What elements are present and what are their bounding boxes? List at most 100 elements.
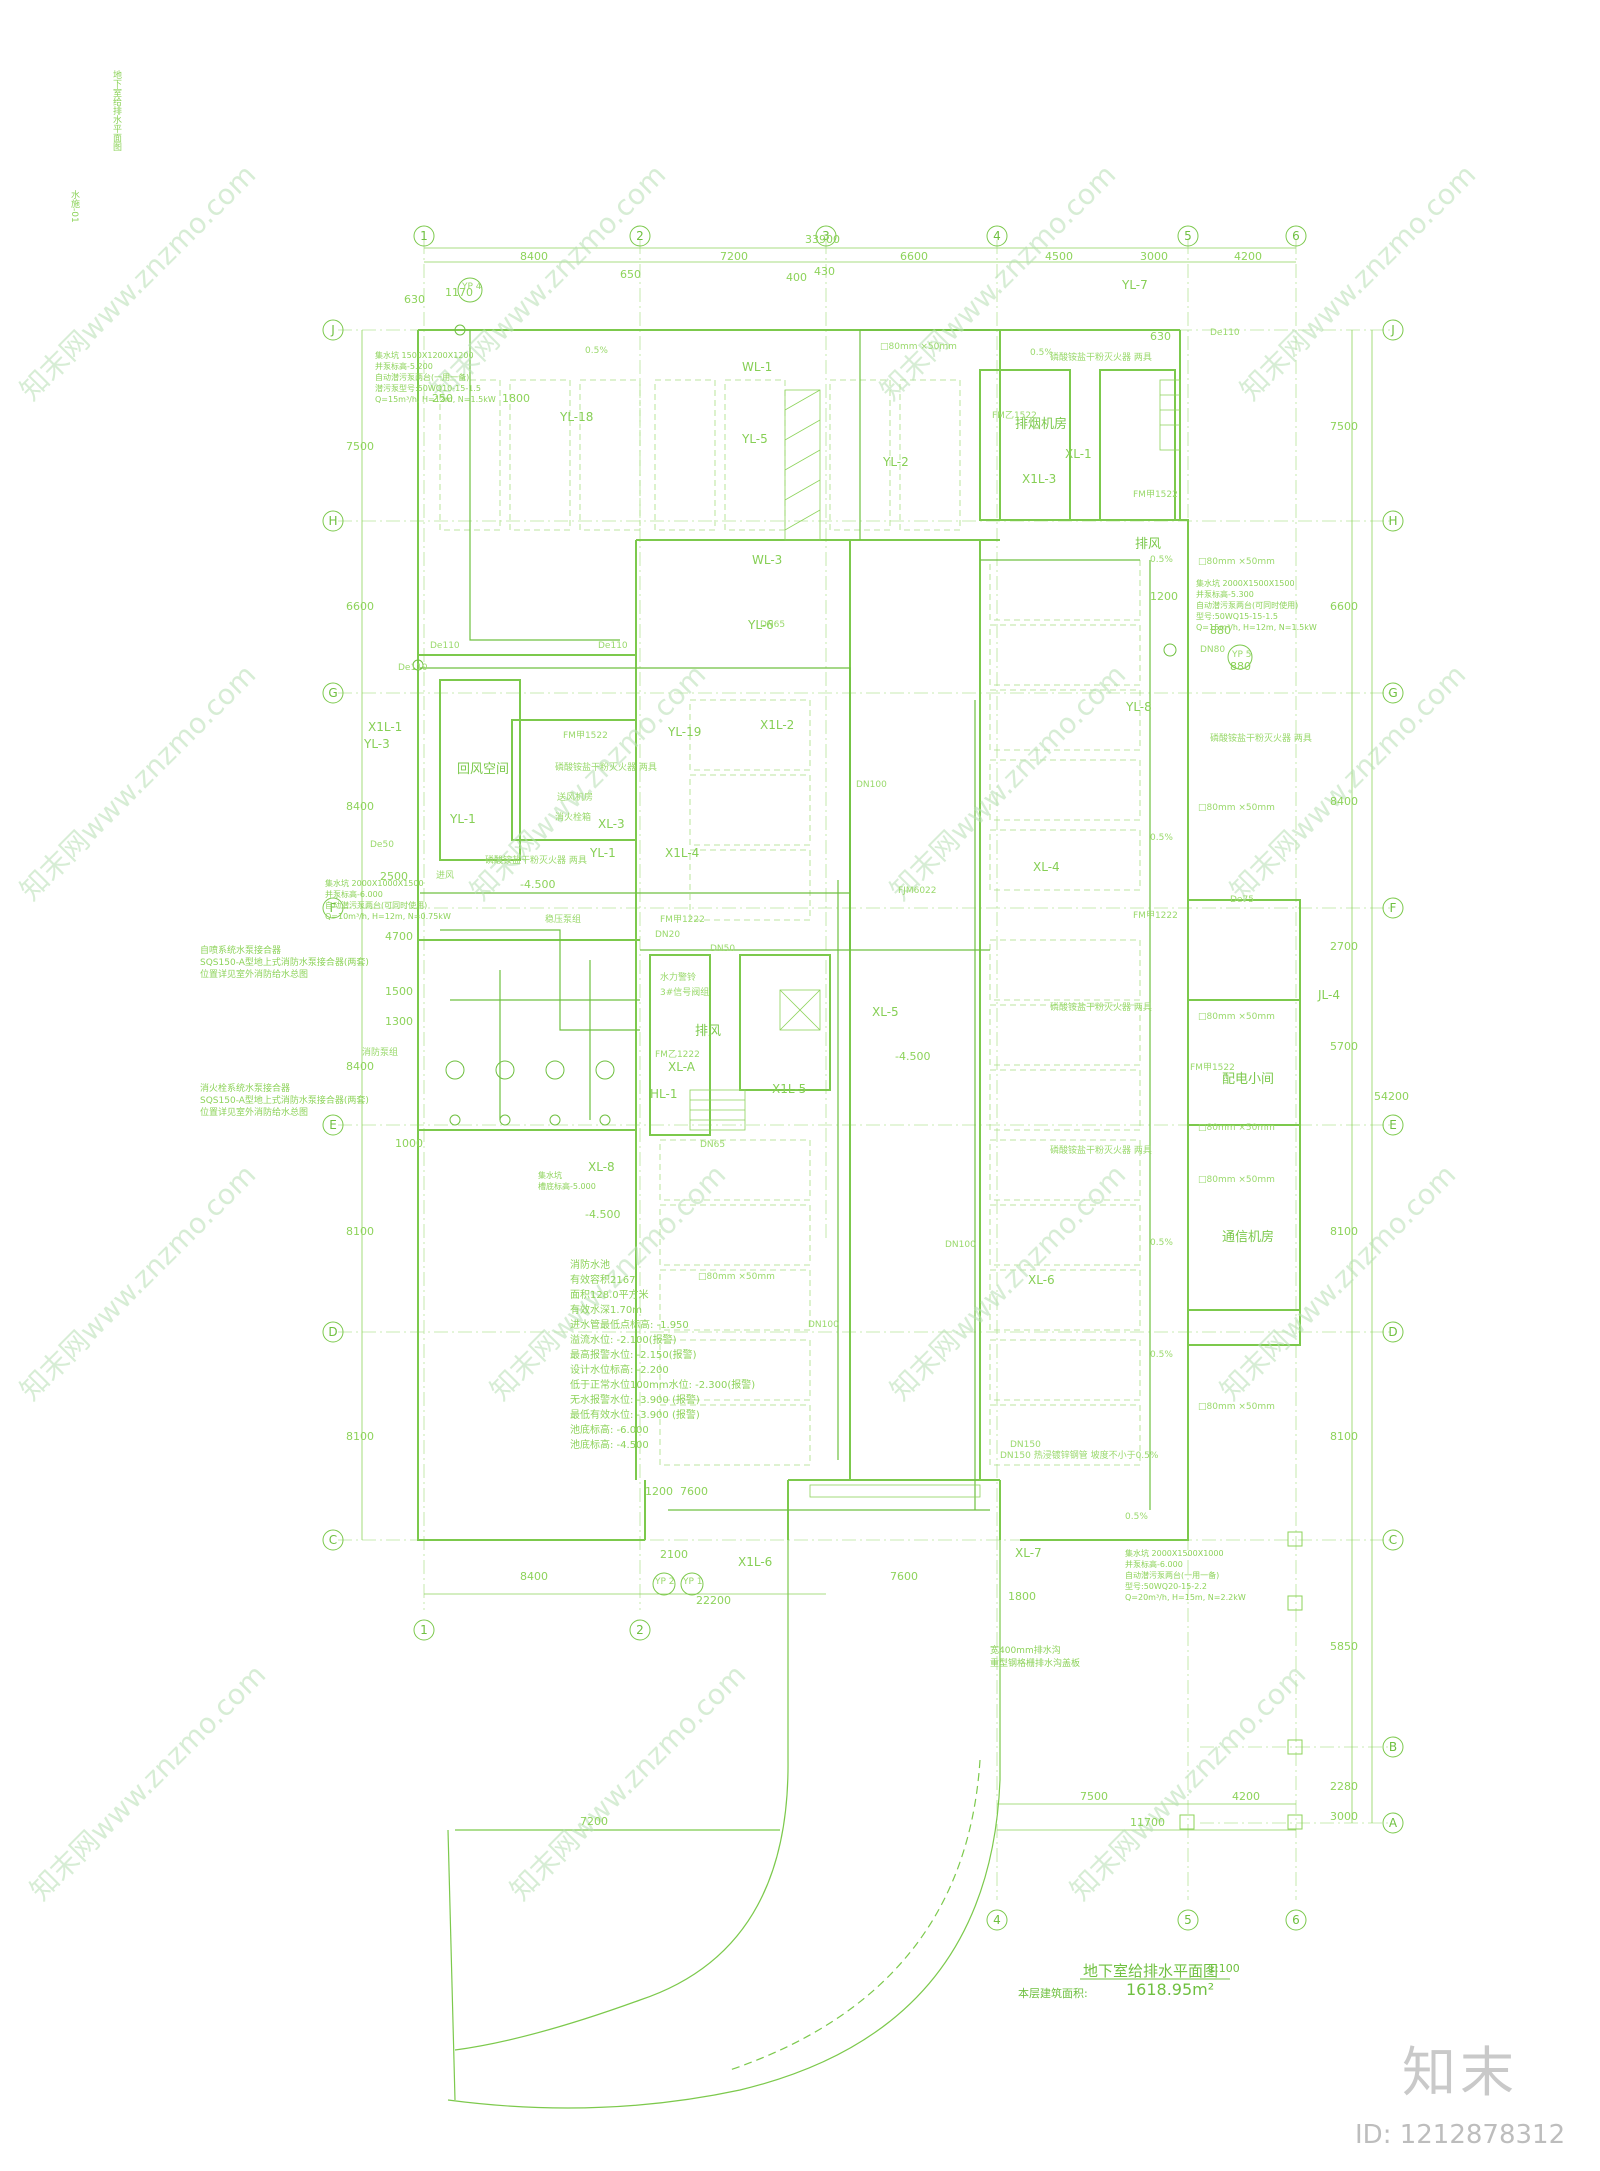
equipment-note: 消火栓箱 (555, 813, 592, 823)
pipe-label: YL-6 (748, 618, 774, 632)
pipe-size: De110 (398, 663, 428, 673)
sump-note: 集水坑 2000X1500X1000 并泵标高-6.000 自动潜污泵两台(一用… (1125, 1549, 1246, 1602)
room-supply-fan: 送风机房 (557, 793, 594, 803)
room-comm: 通信机房 (1222, 1230, 1275, 1245)
grid-label-row: J (331, 323, 335, 337)
grid-label-row: D (328, 1325, 338, 1339)
door-label: FM甲1222 (660, 915, 705, 925)
door-label: FM甲1222 (1133, 911, 1178, 921)
dim-misc: 880 (1230, 660, 1251, 673)
pipe-size: De110 (598, 641, 628, 651)
dim-misc: 7600 (680, 1485, 708, 1498)
pipe-label: HL-1 (650, 1087, 678, 1101)
dim-bottom-right: 7500 (1080, 1790, 1108, 1803)
sump-note: 集水坑 2000X1000X1500 并泵标高-6.000 自动潜污泵两台(可同… (325, 879, 451, 921)
pipe-size: DN100 (808, 1320, 839, 1330)
equipment-note: 稳压泵组 (545, 915, 582, 925)
dim-right: 7500 (1330, 420, 1358, 433)
dim-right: 8100 (1330, 1430, 1358, 1443)
dim-left: 1000 (395, 1137, 423, 1150)
dim-left: 1300 (385, 1015, 413, 1028)
sump-note: 集水坑 2000X1500X1500 并泵标高-5.300 自动潜污泵两台(可同… (1196, 579, 1317, 632)
dim-bottom-right: 4200 (1232, 1790, 1260, 1803)
dim-bottom: 7600 (890, 1570, 918, 1583)
dim-misc: 1800 (502, 392, 530, 405)
dim-right: 2700 (1330, 940, 1358, 953)
grid-label-row: C (328, 1533, 338, 1547)
trench-size: □80mm ×50mm (1198, 1402, 1275, 1412)
dim-misc: 650 (620, 268, 641, 281)
hydrant-adapter-note: 消火栓系统水泵接合器 SQS150-A型地上式消防水泵接合器(两套) 位置详见室… (200, 1084, 369, 1118)
extinguisher-note: 磷酸铵盐干粉灭火器 两具 (1050, 1146, 1152, 1156)
slope-mark: 0.5% (1150, 555, 1173, 565)
slope-mark: 0.5% (1150, 1350, 1173, 1360)
grid-label-row: H (1388, 514, 1398, 528)
pipe-label: YL-3 (364, 737, 390, 751)
door-label: FJM6022 (898, 886, 937, 896)
grid-label-row: E (1389, 1118, 1397, 1132)
dimension-lines (361, 247, 1373, 1831)
pipe-label: XL-1 (1065, 447, 1092, 461)
pipe-size: DN100 (856, 780, 887, 790)
pipe-size: DN65 (700, 1140, 726, 1150)
grid-bubbles (322, 225, 1404, 1931)
pipe-label: XL-8 (588, 1160, 615, 1174)
extinguisher-note: 磷酸铵盐干粉灭火器 两具 (1050, 353, 1152, 363)
pipe-size: DN50 (710, 944, 736, 954)
pipe-label: XL-3 (598, 817, 625, 831)
dim-bottom: 22200 (696, 1594, 731, 1607)
room-power: 配电小间 (1222, 1072, 1275, 1087)
dim-top: 4200 (1234, 250, 1262, 263)
dim-top: 8400 (520, 250, 548, 263)
trench-note: 宽400mm排水沟 重型钢格栅排水沟盖板 (990, 1646, 1081, 1669)
room-exhaust: 排风 (1135, 537, 1162, 552)
grid-label-col: 1 (420, 229, 428, 243)
trench-size: □80mm ×50mm (880, 342, 957, 352)
equipment-note: 消防泵组 (362, 1048, 399, 1058)
dim-misc: 2100 (660, 1548, 688, 1561)
drawing-scale: 1:100 (1208, 1962, 1240, 1975)
dim-misc: 630 (1150, 330, 1171, 343)
room-smoke-exhaust: 排烟机房 (1015, 417, 1068, 432)
pipe-label: X1L-4 (665, 846, 700, 860)
dim-left: 2500 (380, 870, 408, 883)
dim-left: 8100 (346, 1430, 374, 1443)
dim-overall-right: 54200 (1374, 1090, 1409, 1103)
dim-misc: 880 (1210, 624, 1231, 637)
pipe-size: DN100 (945, 1240, 976, 1250)
curved-ramp (447, 1540, 1001, 2109)
grid-label-row: F (329, 901, 337, 915)
pipe-label: XL-7 (1015, 1546, 1042, 1560)
dim-left: 6600 (346, 600, 374, 613)
dim-misc: 7200 (580, 1815, 608, 1828)
dim-misc: 630 (404, 293, 425, 306)
yp-marker: YP 5 (1232, 650, 1252, 660)
dim-left: 8400 (346, 800, 374, 813)
slope-mark: 0.5% (1125, 1512, 1148, 1522)
trench-size: □80mm ×50mm (1198, 803, 1275, 813)
pipe-label: YL-7 (1122, 278, 1148, 292)
level-mark: -4.500 (585, 1208, 621, 1221)
pipe-label: X1L-3 (1022, 472, 1057, 486)
equipment-note: 3#信号阀组 (660, 988, 710, 998)
dim-right: 2280 (1330, 1780, 1358, 1793)
trench-size: □80mm ×50mm (1198, 1175, 1275, 1185)
slope-mark: 0.5% (1150, 833, 1173, 843)
pipe-label: WL-3 (752, 553, 783, 567)
grid-label-row: G (328, 686, 338, 700)
room-exhaust: 排风 (695, 1024, 722, 1039)
grid-label-row: F (1389, 901, 1397, 915)
extinguisher-note: 磷酸铵盐干粉灭火器 两具 (555, 763, 657, 773)
pipe-size: De110 (430, 641, 460, 651)
pipe-size: DN80 (1200, 645, 1226, 655)
dim-misc: 250 (432, 392, 453, 405)
stair-hatch (689, 379, 1181, 1498)
door-label: FM甲1522 (563, 731, 608, 741)
pipe-size: DN20 (655, 930, 681, 940)
equipment-note: 水力警铃 (660, 973, 697, 983)
dim-left: 4700 (385, 930, 413, 943)
pipe-label: X1L-2 (760, 718, 795, 732)
grid-label-row: J (1391, 323, 1395, 337)
